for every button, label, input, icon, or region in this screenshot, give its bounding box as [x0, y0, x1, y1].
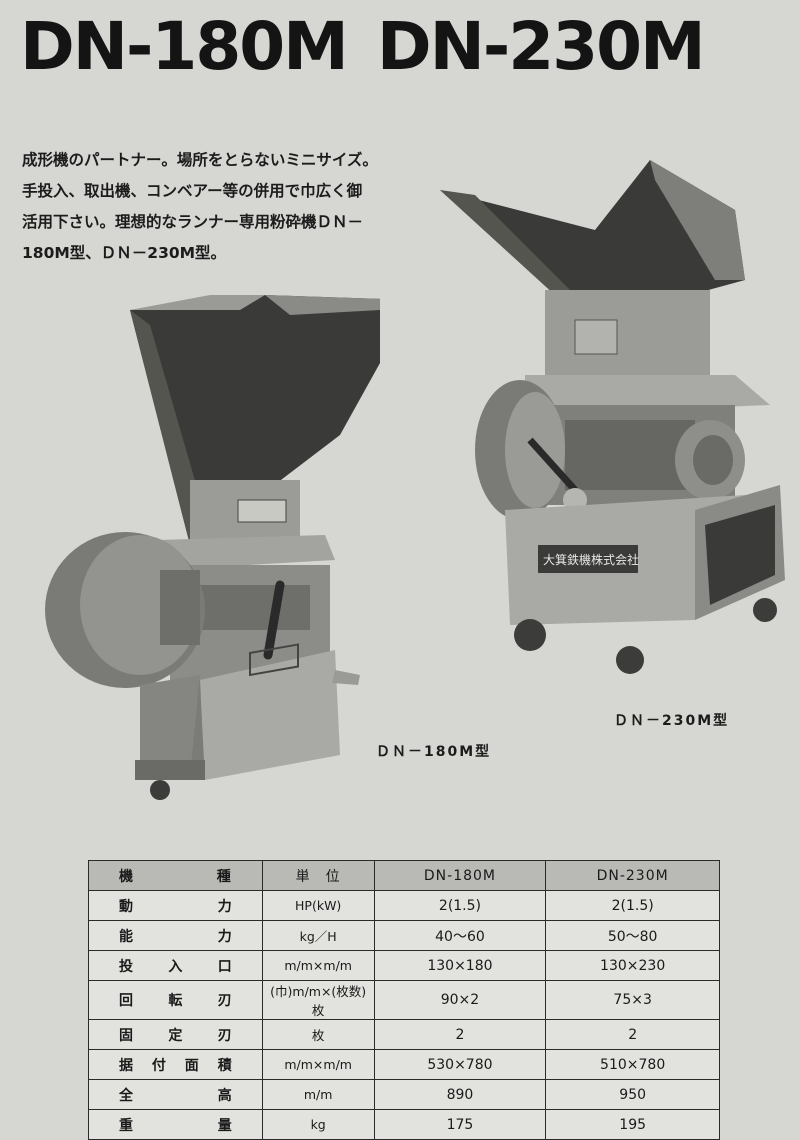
table-row: 固定刃 枚 2 2 — [88, 1019, 720, 1050]
row-unit: m/m — [261, 1079, 375, 1110]
row-unit: m/m×m/m — [261, 1049, 375, 1080]
intro-line-3: 活用下さい。理想的なランナー専用粉砕機ＤＮ－ — [22, 213, 364, 231]
header-dn230m: DN-230M — [545, 860, 720, 891]
title-model-b: DN-230M — [376, 8, 706, 85]
spec-table: 機 種 単 位 DN-180M DN-230M 動力 HP(kW) 2(1.5)… — [88, 860, 720, 1140]
row-value-dn230m: 2 — [545, 1019, 720, 1050]
header-dn180m: DN-180M — [373, 860, 547, 891]
table-row: 能力 kg／H 40〜60 50〜80 — [88, 920, 720, 951]
intro-line-2: 手投入、取出機、コンベアー等の併用で巾広く御 — [22, 182, 363, 200]
row-label: 全高 — [88, 1079, 263, 1110]
row-value-dn180m: 130×180 — [373, 950, 547, 981]
row-label: 据付面積 — [88, 1049, 263, 1080]
row-unit: 枚 — [261, 1019, 375, 1050]
row-unit: kg／H — [261, 920, 375, 951]
dn230m-caption: ＤＮ－230M型 — [614, 713, 730, 729]
spec-header-row: 機 種 単 位 DN-180M DN-230M — [88, 860, 720, 891]
row-value-dn180m: 90×2 — [373, 980, 547, 1020]
row-value-dn180m: 40〜60 — [373, 920, 547, 951]
row-label: 回転刃 — [88, 980, 263, 1020]
header-model: 機 種 — [88, 860, 263, 891]
row-value-dn180m: 530×780 — [373, 1049, 547, 1080]
row-label: 投入口 — [88, 950, 263, 981]
row-label: 能力 — [88, 920, 263, 951]
row-label: 動力 — [88, 890, 263, 921]
title-model-a: DN-180M — [20, 8, 349, 85]
row-value-dn230m: 50〜80 — [545, 920, 720, 951]
row-unit: kg — [261, 1109, 375, 1140]
row-value-dn180m: 890 — [373, 1079, 547, 1110]
dn180m-machine-photo — [45, 295, 380, 800]
nameplate-text: 大箕鉄機株式会社 — [543, 552, 639, 567]
row-value-dn230m: 130×230 — [545, 950, 720, 981]
row-label: 固定刃 — [88, 1019, 263, 1050]
table-row: 重量 kg 175 195 — [88, 1109, 720, 1140]
intro-text: 成形機のパートナー。場所をとらないミニサイズ。 手投入、取出機、コンベアー等の併… — [22, 145, 442, 269]
row-value-dn180m: 175 — [373, 1109, 547, 1140]
row-unit: m/m×m/m — [261, 950, 375, 981]
row-label: 重量 — [88, 1109, 263, 1140]
row-unit: (巾)m/m×(枚数)枚 — [261, 980, 375, 1020]
intro-line-4: 180M型、ＤＮ－230M型。 — [22, 244, 227, 262]
row-value-dn230m: 195 — [545, 1109, 720, 1140]
table-row: 全高 m/m 890 950 — [88, 1079, 720, 1110]
dn230m-machine-photo: 大箕鉄機株式会社 — [440, 160, 785, 674]
table-row: 投入口 m/m×m/m 130×180 130×230 — [88, 950, 720, 981]
row-value-dn230m: 2(1.5) — [545, 890, 720, 921]
header-unit: 単 位 — [261, 860, 375, 891]
dn180m-caption: ＤＮ－180M型 — [376, 744, 492, 760]
row-value-dn230m: 75×3 — [545, 980, 720, 1020]
row-value-dn180m: 2(1.5) — [373, 890, 547, 921]
row-value-dn180m: 2 — [373, 1019, 547, 1050]
row-unit: HP(kW) — [261, 890, 375, 921]
table-row: 動力 HP(kW) 2(1.5) 2(1.5) — [88, 890, 720, 921]
intro-line-1: 成形機のパートナー。場所をとらないミニサイズ。 — [22, 151, 378, 169]
row-value-dn230m: 510×780 — [545, 1049, 720, 1080]
table-row: 据付面積 m/m×m/m 530×780 510×780 — [88, 1049, 720, 1080]
row-value-dn230m: 950 — [545, 1079, 720, 1110]
table-row: 回転刃 (巾)m/m×(枚数)枚 90×2 75×3 — [88, 980, 720, 1020]
